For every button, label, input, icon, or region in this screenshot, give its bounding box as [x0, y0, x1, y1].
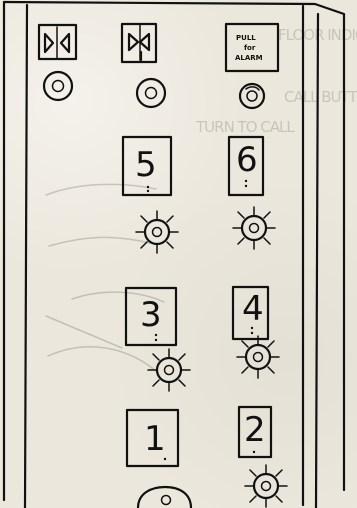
door-open-button[interactable]: [44, 72, 72, 100]
floor-2-button[interactable]: [254, 474, 278, 498]
alarm-label-line-3: ALARM: [235, 54, 263, 62]
floor-6-rays-icon: [233, 207, 275, 249]
alarm-label-line-1: PULL: [236, 34, 256, 42]
floor-3-dot-1: [155, 334, 157, 336]
alarm-control[interactable]: PULL for ALARM: [226, 24, 278, 108]
floor-3-button[interactable]: [157, 358, 181, 382]
door-open-left-arrow-icon: [45, 34, 53, 52]
floor-2-control[interactable]: 2: [239, 407, 287, 507]
door-close-control[interactable]: [122, 24, 165, 107]
floor-6-dot-1: [245, 180, 247, 182]
panel-outline-right-top: [4, 2, 344, 490]
door-close-right-arrow-icon: [140, 34, 149, 50]
floor-1-button-center: [162, 496, 171, 505]
floor-6-dot-2: [245, 185, 247, 187]
floor-3-control[interactable]: 3: [126, 288, 190, 391]
floor-5-dot-1: [147, 186, 149, 188]
floor-6-control[interactable]: 6: [229, 137, 275, 249]
alarm-label-line-2: for: [244, 44, 256, 52]
floor-5-control[interactable]: 5: [123, 137, 178, 253]
floor-5-button-center: [153, 228, 162, 237]
floor-5-button[interactable]: [145, 220, 169, 244]
door-open-button-center: [53, 81, 64, 92]
floor-5-label: 5: [135, 145, 157, 185]
alarm-button-highlight: [246, 87, 259, 90]
floor-2-button-center: [262, 482, 271, 491]
floor-4-dot-2: [251, 332, 253, 334]
floor-3-dot-2: [155, 339, 157, 341]
door-close-button[interactable]: [137, 79, 165, 107]
floor-2-rays-icon: [245, 465, 287, 507]
floor-1-dot: [164, 458, 166, 460]
door-open-right-arrow-icon: [61, 34, 69, 52]
floor-5-rays-icon: [136, 211, 178, 253]
door-close-left-arrow-icon: [129, 34, 138, 50]
floor-4-rays-icon: [237, 336, 279, 378]
panel-edge-left: [25, 5, 27, 508]
alarm-button-center: [247, 91, 257, 101]
door-open-control[interactable]: [39, 25, 76, 100]
floor-3-label: 3: [140, 295, 162, 335]
floor-6-button-center: [250, 224, 259, 233]
floor-4-label: 4: [242, 289, 264, 329]
floor-6-button[interactable]: [242, 216, 266, 240]
floor-3-button-center: [165, 366, 174, 375]
floor-1-label: 1: [144, 419, 166, 459]
floor-2-dot: [253, 451, 255, 453]
floor-4-control[interactable]: 4: [233, 287, 279, 378]
floor-4-dot-1: [251, 327, 253, 329]
floor-3-rays-icon: [148, 349, 190, 391]
door-close-button-frame[interactable]: [122, 24, 156, 62]
door-close-button-center: [146, 88, 157, 99]
floor-1-control[interactable]: 1: [127, 410, 191, 508]
floor-4-button-center: [254, 353, 263, 362]
floor-2-label: 2: [244, 410, 266, 450]
panel-edge-right: [316, 14, 318, 508]
floor-4-button[interactable]: [246, 345, 270, 369]
floor-5-dot-2: [147, 190, 149, 192]
floor-6-label: 6: [236, 140, 258, 180]
